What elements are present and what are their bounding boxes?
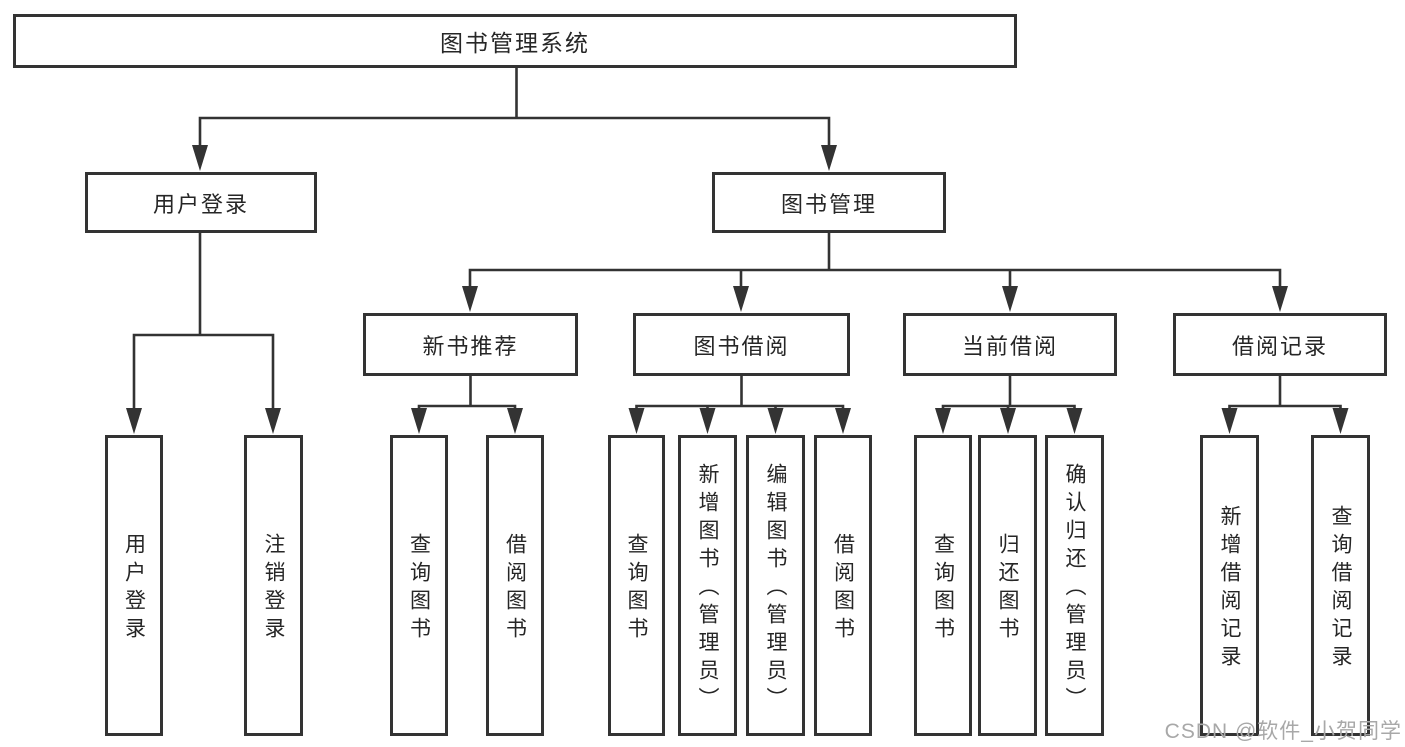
- leaf-borrow-books: 借阅图书: [814, 435, 872, 736]
- node-book-borrowing: 图书借阅: [633, 313, 850, 376]
- node-new-book-recommendation: 新书推荐: [363, 313, 578, 376]
- node-user-login: 用户登录: [85, 172, 317, 233]
- leaf-return-book: 归还图书: [978, 435, 1037, 736]
- node-borrowing-records: 借阅记录: [1173, 313, 1387, 376]
- node-current-borrowing: 当前借阅: [903, 313, 1117, 376]
- node-book-management: 图书管理: [712, 172, 946, 233]
- leaf-add-borrow-record: 新增借阅记录: [1200, 435, 1259, 736]
- leaf-add-book-admin: 新增图书（管理员）: [678, 435, 737, 736]
- leaf-query-borrow-record: 查询借阅记录: [1311, 435, 1370, 736]
- leaf-query-books: 查询图书: [608, 435, 665, 736]
- leaf-logout: 注销登录: [244, 435, 303, 736]
- leaf-confirm-return-admin: 确认归还（管理员）: [1045, 435, 1104, 736]
- leaf-query-books: 查询图书: [390, 435, 448, 736]
- watermark-text: CSDN @软件_小贺同学: [1164, 720, 1402, 743]
- leaf-borrow-books: 借阅图书: [486, 435, 544, 736]
- leaf-query-books: 查询图书: [914, 435, 972, 736]
- node-library-management-system: 图书管理系统: [13, 14, 1017, 68]
- leaf-user-login: 用户登录: [105, 435, 163, 736]
- leaf-edit-book-admin: 编辑图书（管理员）: [746, 435, 805, 736]
